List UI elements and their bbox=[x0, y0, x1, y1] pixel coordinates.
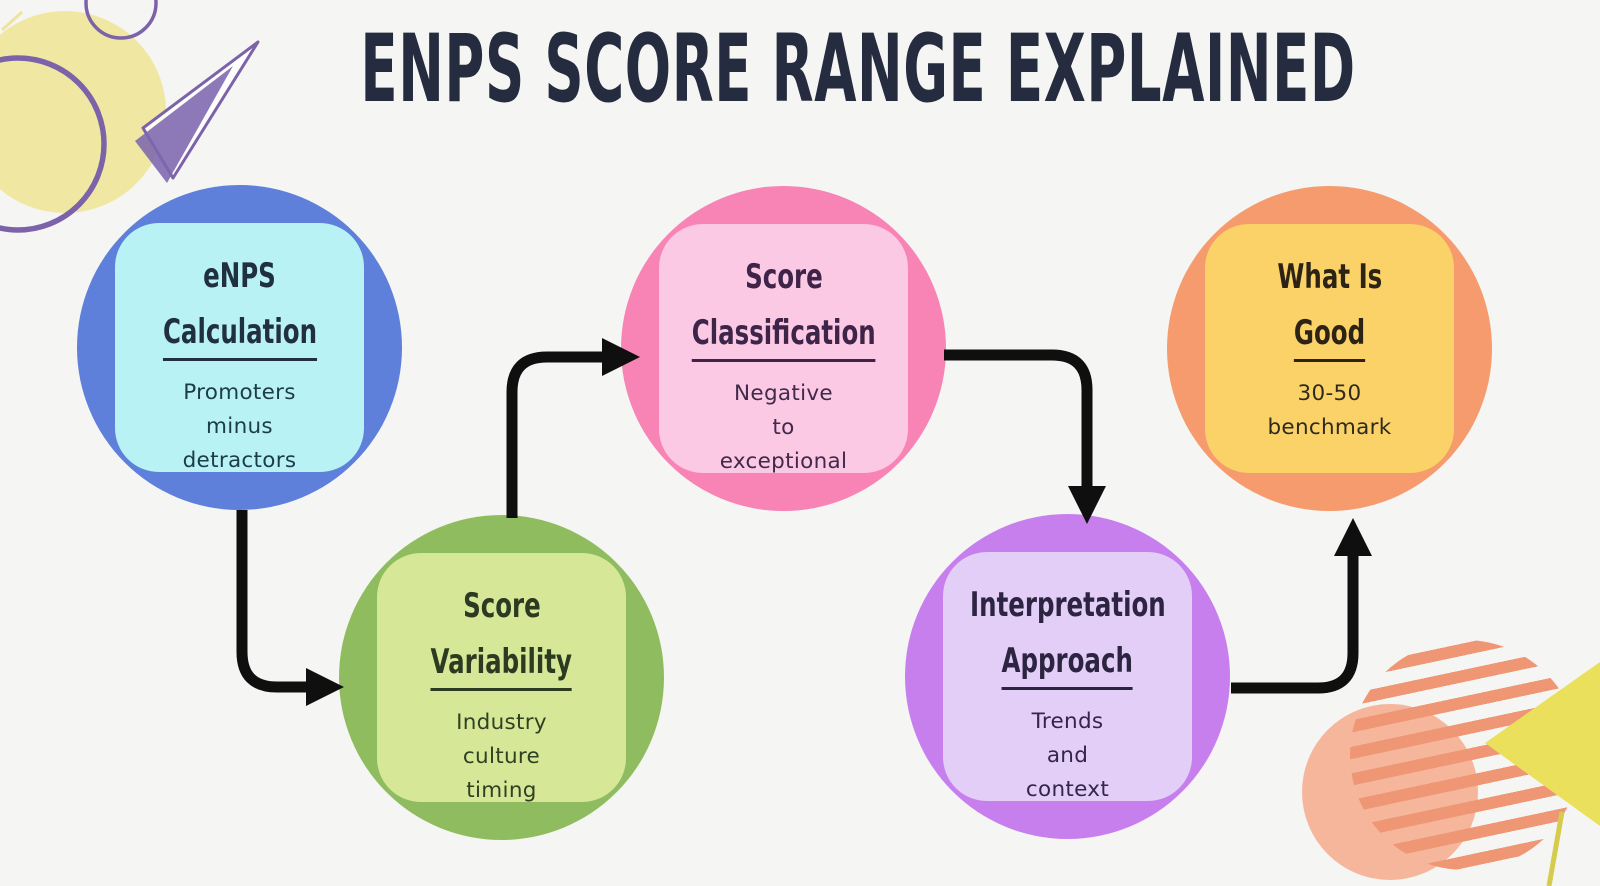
connector-1-to-2 bbox=[236, 510, 344, 706]
node-heading: Score bbox=[744, 257, 823, 297]
node-panel: Interpretation Approach Trends and conte… bbox=[943, 552, 1192, 802]
node-body: Promoters minus detractors bbox=[182, 380, 297, 473]
node-heading: Score bbox=[462, 586, 541, 626]
node-panel: Score Variability Industry culture timin… bbox=[377, 553, 626, 803]
node-heading-underlined: Variability bbox=[403, 637, 599, 693]
node-heading: eNPS bbox=[203, 256, 276, 296]
node-score-variability: Score Variability Industry culture timin… bbox=[339, 515, 664, 840]
node-body: Trends and context bbox=[1025, 709, 1110, 802]
node-enps-calculation: eNPS Calculation Promoters minus detract… bbox=[77, 185, 402, 510]
node-heading: What Is bbox=[1277, 257, 1382, 297]
node-what-is-good: What Is Good 30-50 benchmark bbox=[1167, 186, 1492, 511]
node-heading-underlined: Approach bbox=[976, 636, 1158, 692]
node-heading-underlined: Classification bbox=[656, 308, 911, 364]
connector-3-to-4 bbox=[944, 349, 1106, 524]
page-title: ENPS SCORE RANGE EXPLAINED bbox=[360, 15, 1356, 124]
node-body: Industry culture timing bbox=[456, 710, 547, 803]
node-score-classification: Score Classification Negative to excepti… bbox=[621, 186, 946, 511]
node-heading-underlined: Calculation bbox=[133, 307, 347, 363]
connector-2-to-3 bbox=[506, 338, 640, 518]
connector-4-to-5 bbox=[1231, 518, 1372, 694]
node-heading-underlined: Good bbox=[1280, 308, 1379, 364]
node-panel: eNPS Calculation Promoters minus detract… bbox=[115, 223, 364, 473]
node-panel: What Is Good 30-50 benchmark bbox=[1205, 224, 1454, 473]
node-body: Negative to exceptional bbox=[719, 381, 848, 474]
node-heading: Interpretation bbox=[969, 585, 1166, 625]
node-interpretation-approach: Interpretation Approach Trends and conte… bbox=[905, 514, 1230, 839]
node-body: 30-50 benchmark bbox=[1267, 381, 1392, 440]
node-panel: Score Classification Negative to excepti… bbox=[656, 224, 911, 474]
decorative-striped-circle bbox=[1350, 640, 1580, 870]
